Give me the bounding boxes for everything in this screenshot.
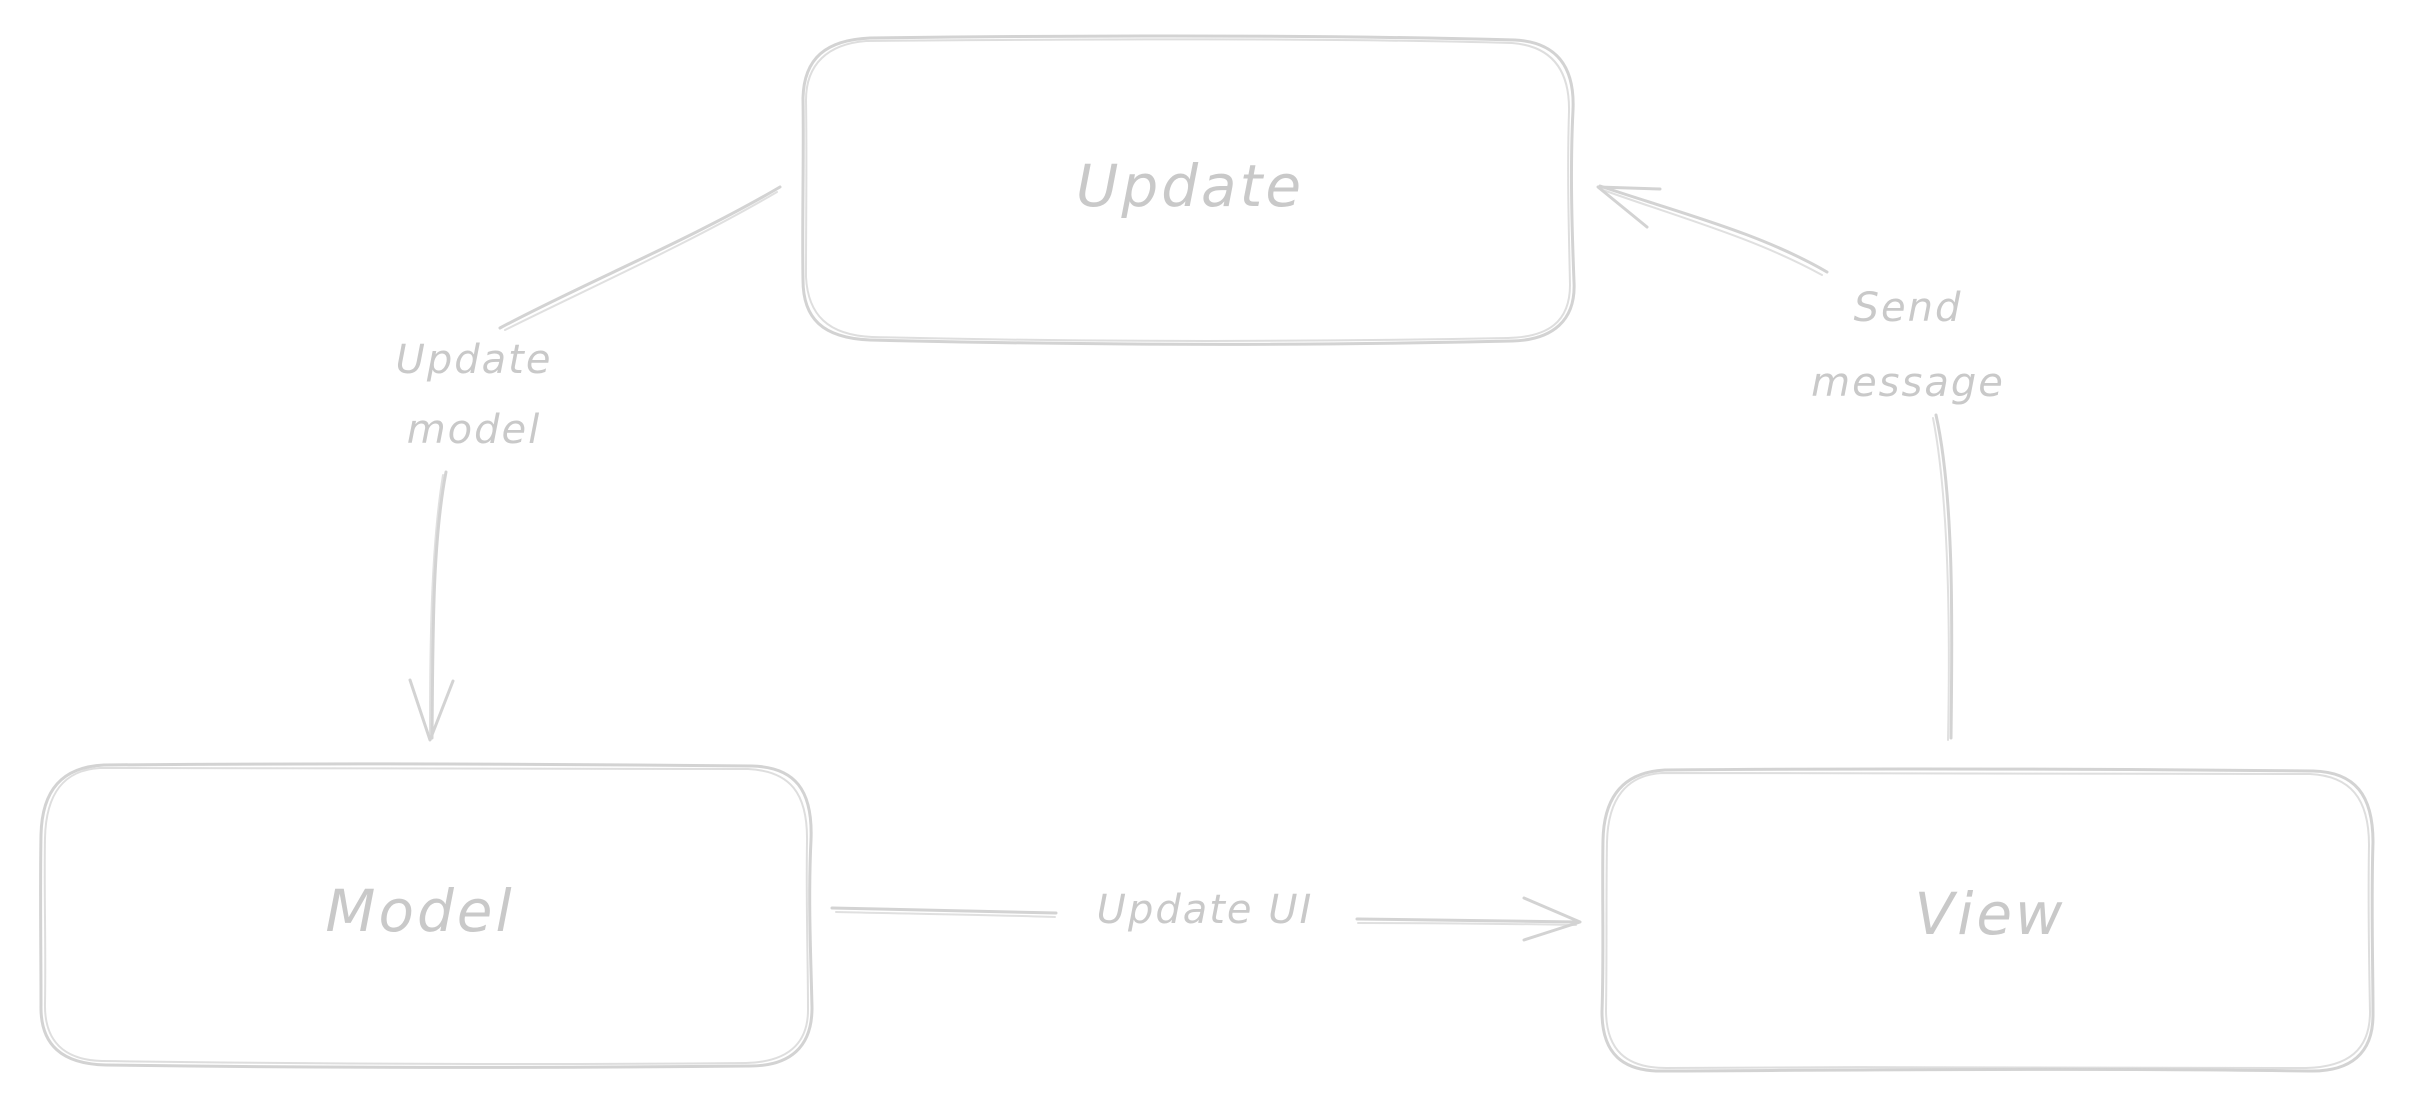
node-view-label: View	[1915, 880, 2066, 948]
node-view-outline	[1600, 767, 2375, 1073]
node-model-outline	[39, 762, 814, 1069]
edge-view-to-update-arrowhead	[1596, 185, 1662, 229]
edge-view-to-update-line-upper	[1598, 184, 1829, 274]
edge-view-to-update-label-line1: Send	[1854, 285, 1963, 331]
edge-view-to-update-line-lower-echo	[1932, 417, 1950, 741]
node-update-label: Update	[1076, 152, 1304, 220]
edge-update-to-model-label-line1: Update	[396, 337, 553, 383]
node-update-outline-echo	[805, 38, 1571, 342]
edge-update-to-model-line-upper-echo	[504, 191, 778, 331]
edge-update-to-model-line-lower	[430, 470, 448, 740]
edge-update-to-model-line-upper	[498, 185, 782, 330]
node-model: Model	[39, 762, 814, 1069]
edge-view-to-update-line-upper-echo	[1602, 189, 1823, 276]
edge-update-to-model-arrowhead	[408, 678, 455, 742]
node-update-outline	[801, 34, 1576, 346]
node-model-label: Model	[325, 877, 514, 945]
edge-model-to-view-line-left-echo	[835, 911, 1056, 918]
node-view-outline-echo	[1605, 771, 2371, 1069]
node-model-outline-echo	[43, 766, 809, 1066]
edge-model-to-view-arrowhead	[1522, 896, 1582, 942]
edge-view-to-update-line-lower	[1934, 413, 1954, 740]
edge-view-to-update-label-line2: message	[1811, 360, 2005, 406]
edge-model-to-view: Update UI	[830, 887, 1582, 942]
node-view: View	[1600, 767, 2375, 1073]
edge-update-to-model-label-line2: model	[407, 407, 542, 453]
edge-update-to-model: Update model	[396, 185, 782, 742]
edge-model-to-view-line-left	[830, 906, 1058, 915]
edge-model-to-view-line-right-echo	[1357, 922, 1577, 926]
edge-update-to-model-line-lower-echo	[429, 474, 444, 736]
edge-model-to-view-line-right	[1355, 917, 1580, 924]
edge-model-to-view-label: Update UI	[1097, 887, 1314, 933]
edge-view-to-update: Send message	[1596, 184, 2005, 741]
node-update: Update	[801, 34, 1576, 346]
